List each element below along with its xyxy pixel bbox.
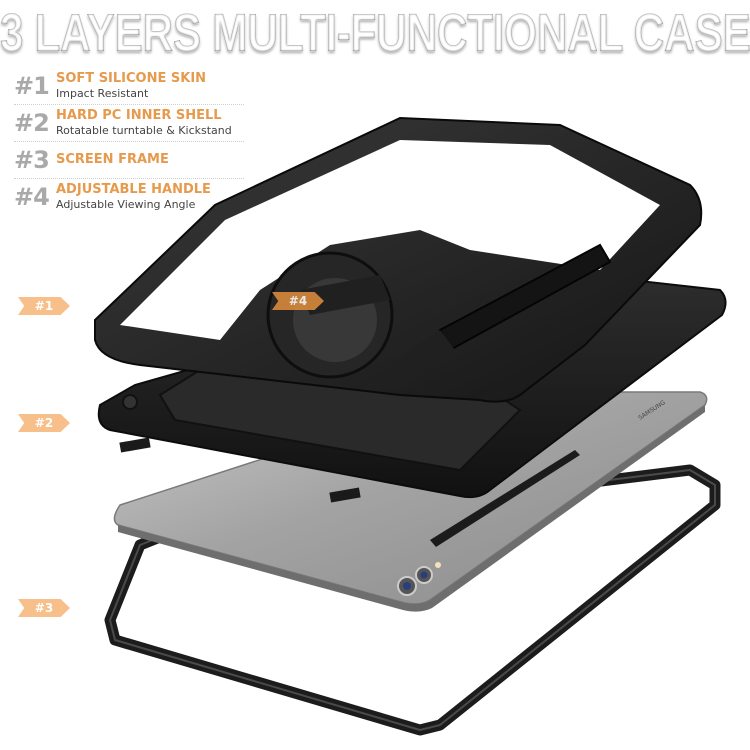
feature-item-screen-frame: #3 SCREEN FRAME: [14, 142, 244, 179]
callout-tag-layer3: #3: [18, 599, 70, 617]
feature-subtitle: Impact Resistant: [56, 87, 149, 100]
feature-number: #3: [14, 146, 50, 174]
feature-subtitle: Rotatable turntable & Kickstand: [56, 124, 232, 137]
feature-number: #1: [14, 72, 50, 100]
feature-title: HARD PC INNER SHELL: [56, 108, 222, 123]
feature-title: SCREEN FRAME: [56, 152, 169, 167]
headline-title: 3 LAYERS MULTI-FUNCTIONAL CASE: [0, 3, 750, 63]
feature-number: #2: [14, 109, 50, 137]
headline: 3 LAYERS MULTI-FUNCTIONAL CASE: [0, 0, 750, 66]
tablet-device: SAMSUNG: [113, 391, 708, 612]
silicone-skin-layer: [94, 116, 703, 403]
feature-item-inner-shell: #2 HARD PC INNER SHELL Rotatable turntab…: [14, 105, 244, 142]
feature-subtitle: Adjustable Viewing Angle: [56, 198, 196, 211]
feature-item-handle: #4 ADJUSTABLE HANDLE Adjustable Viewing …: [14, 179, 244, 215]
feature-number: #4: [14, 183, 50, 211]
feature-title: ADJUSTABLE HANDLE: [56, 182, 211, 197]
callout-tag-handle: #4: [272, 292, 324, 310]
callout-tag-layer2: #2: [18, 414, 70, 432]
callout-tag-layer1: #1: [18, 297, 70, 315]
feature-list: #1 SOFT SILICONE SKIN Impact Resistant #…: [14, 68, 244, 215]
rotating-turntable: [266, 251, 394, 379]
feature-title: SOFT SILICONE SKIN: [56, 71, 207, 86]
feature-item-silicone-skin: #1 SOFT SILICONE SKIN Impact Resistant: [14, 68, 244, 105]
